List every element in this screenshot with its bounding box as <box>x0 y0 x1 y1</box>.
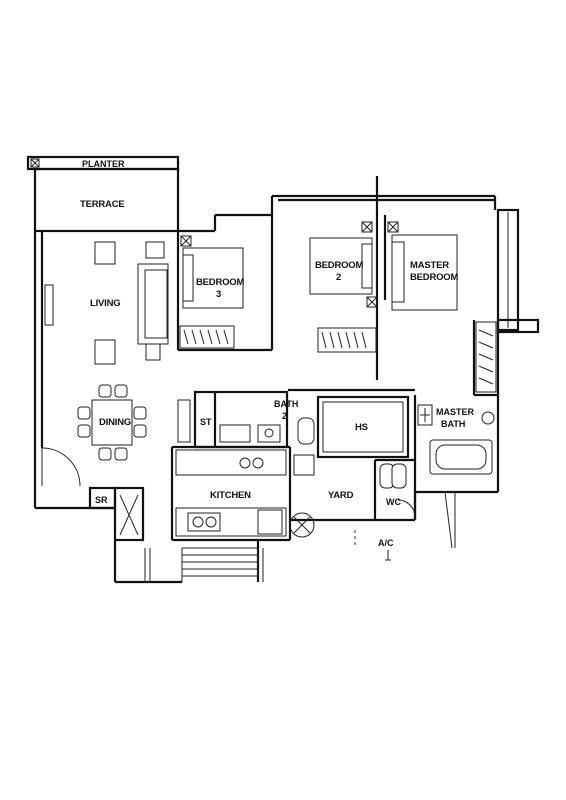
planter-label: PLANTER <box>82 159 125 169</box>
ac-label: A/C <box>378 538 394 548</box>
bedroom3-label-2: 3 <box>216 289 221 300</box>
bedroom3-label-1: BEDROOM <box>196 277 244 288</box>
master-bedroom-label-2: BEDROOM <box>410 272 458 283</box>
bedroom2-label-1: BEDROOM <box>315 260 363 271</box>
hs-inner <box>322 401 404 453</box>
service-walls <box>88 390 417 584</box>
bedroom-2-furniture <box>309 221 378 353</box>
yard-fixtures <box>289 499 416 538</box>
master-bedroom-label-1: MASTER <box>410 260 449 271</box>
master-bath-label-2: BATH <box>441 419 465 429</box>
wc-label: WC <box>386 497 401 507</box>
living-furniture <box>44 241 169 365</box>
outer-walls <box>26 155 540 549</box>
bath2-fixtures <box>219 417 315 476</box>
sr-label: SR <box>95 495 108 505</box>
living-label: LIVING <box>90 298 120 309</box>
dining-label: DINING <box>99 417 131 428</box>
bath2-label-2: 2 <box>282 411 287 421</box>
entrance-stairs <box>144 547 264 582</box>
yard-label: YARD <box>328 490 354 501</box>
master-bath-label-1: MASTER <box>436 407 475 417</box>
dining-furniture <box>77 384 147 461</box>
ac-ledge <box>354 530 391 561</box>
bedroom2-label-2: 2 <box>336 272 341 283</box>
st-label: ST <box>200 417 212 427</box>
terrace-label: TERRACE <box>80 199 125 210</box>
main-door <box>41 447 81 487</box>
master-bath-fixtures <box>379 404 495 489</box>
bath2-label-1: BATH <box>274 399 298 409</box>
master-bedroom-furniture <box>387 221 497 393</box>
hs-label: HS <box>355 422 368 433</box>
kitchen-fixtures <box>175 449 287 537</box>
kitchen-label: KITCHEN <box>210 490 251 501</box>
bedroom-3-furniture <box>179 235 244 349</box>
store-box <box>177 399 191 443</box>
